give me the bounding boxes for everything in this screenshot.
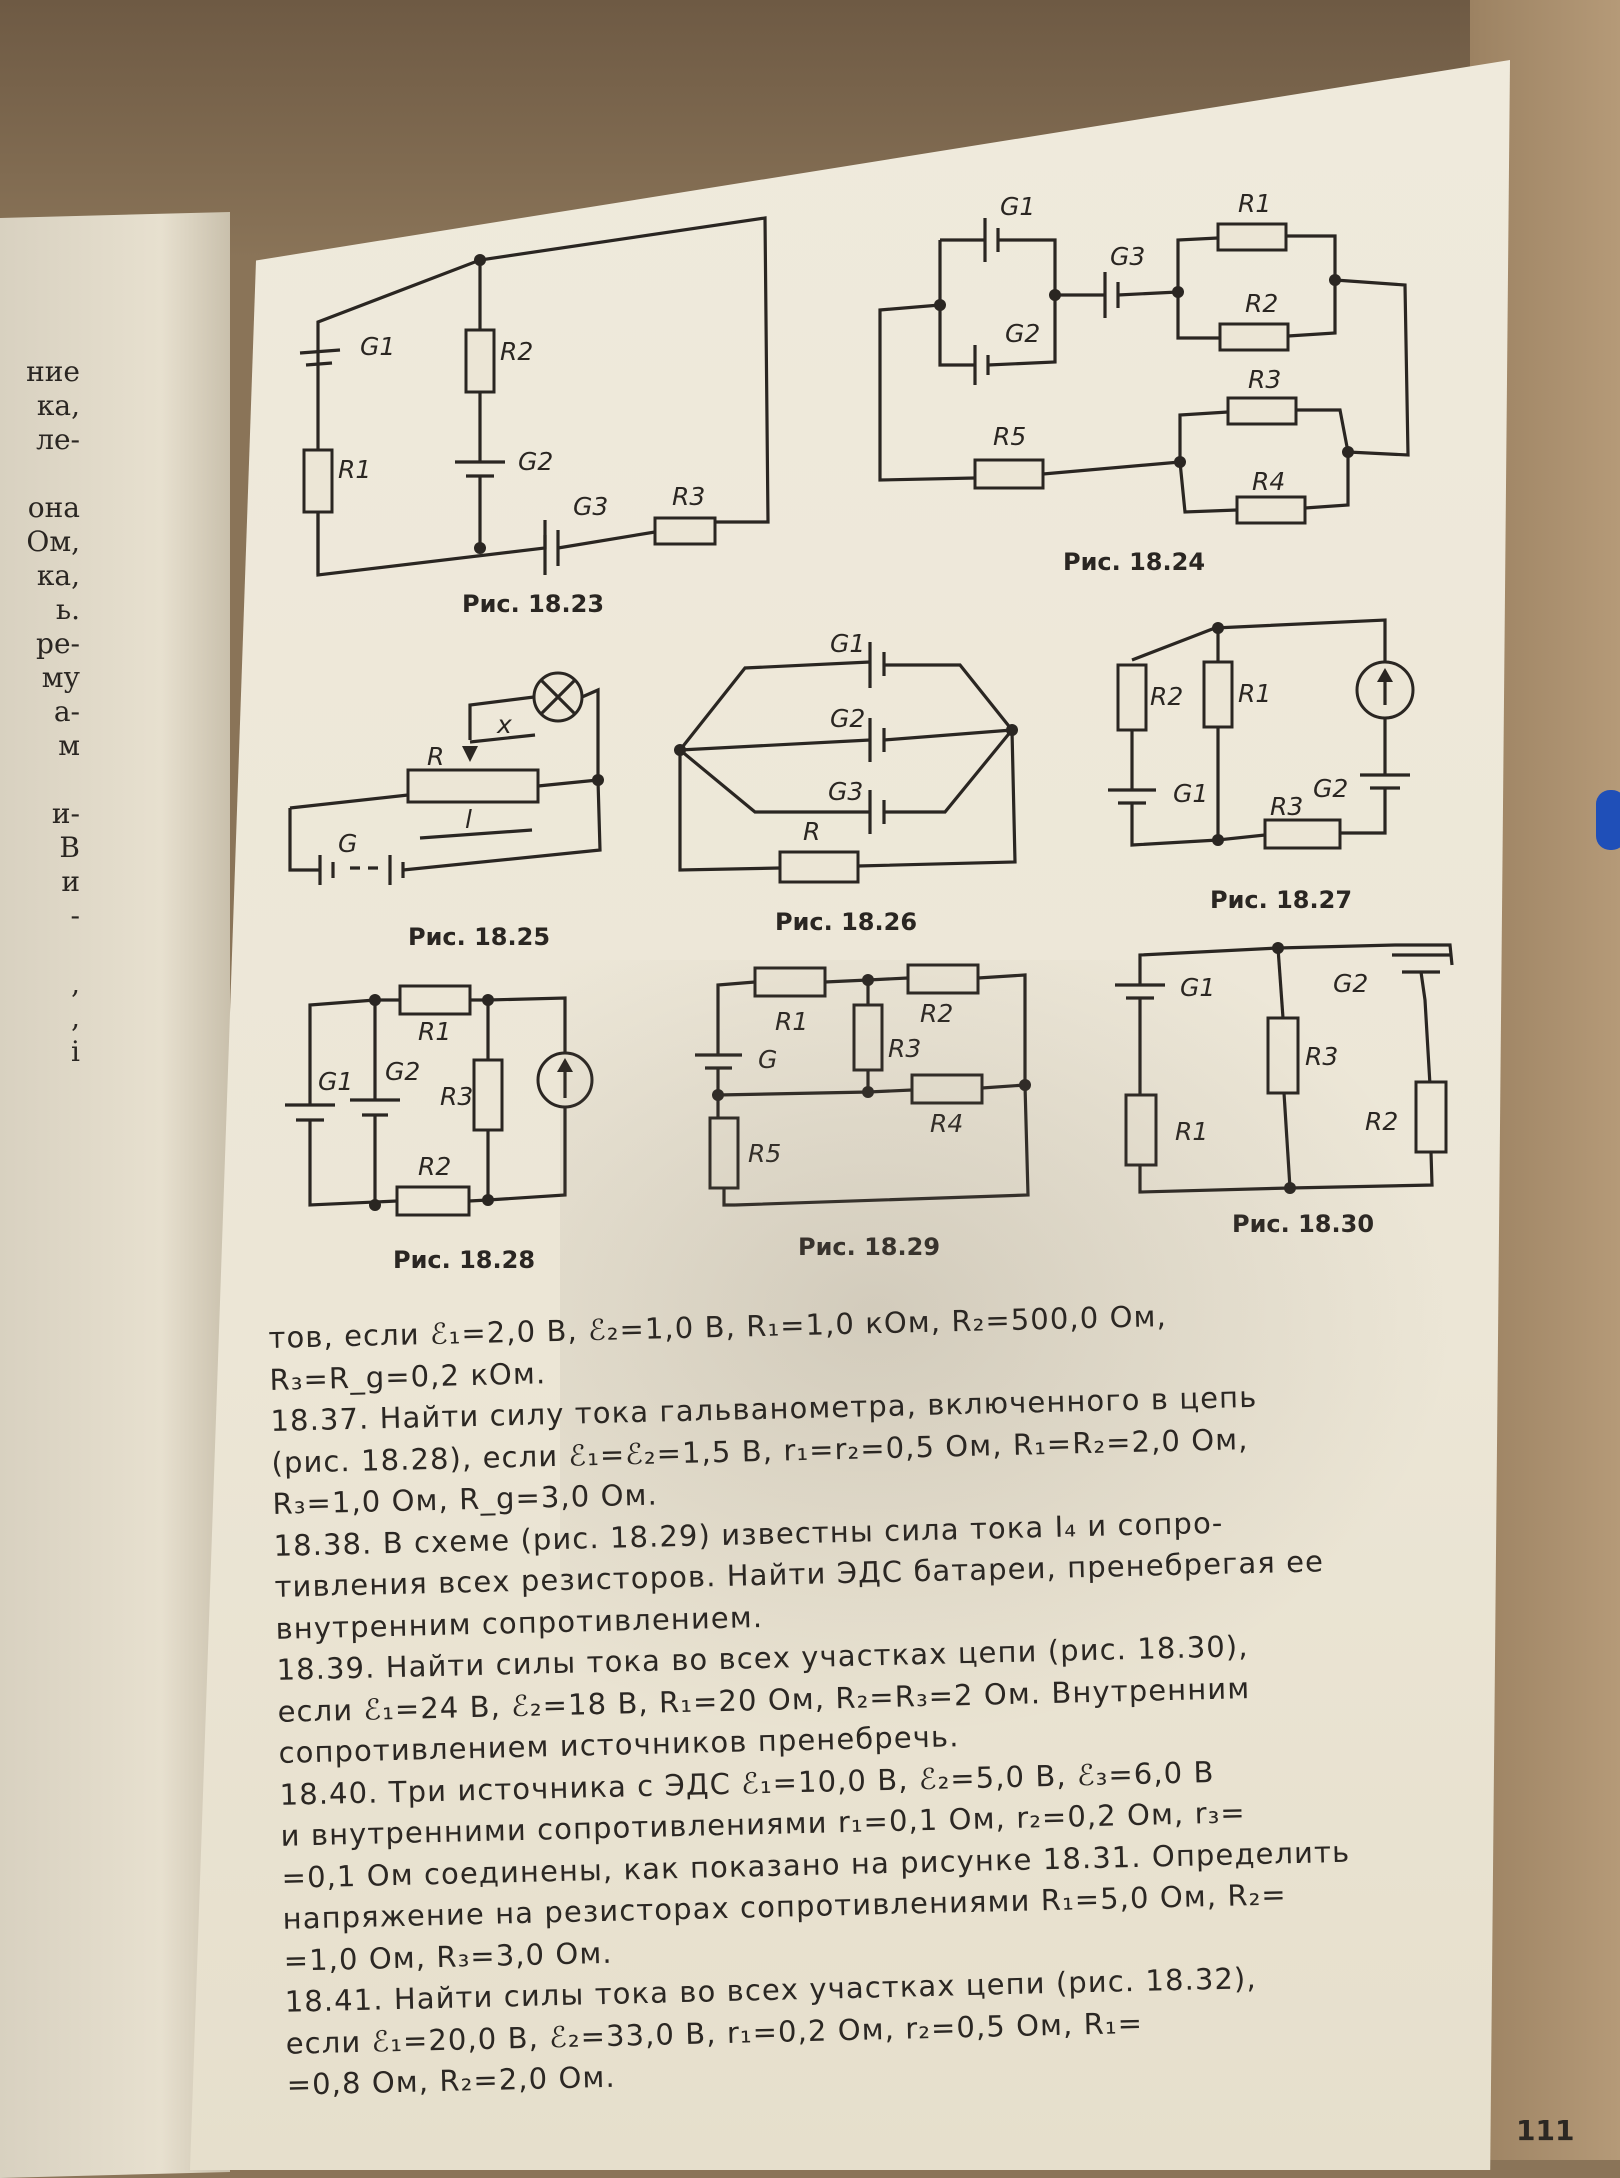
left-page-line: она (27, 491, 80, 524)
label-r4: R4 (1252, 467, 1285, 496)
left-page-line: и (61, 865, 80, 898)
figure-18-23: Рис. 18.23 G1 R2 R1 G2 G3 R3 (299, 216, 770, 618)
left-page-line: ние (26, 355, 80, 388)
left-page-line: ре- (36, 627, 80, 660)
label-g2: G2 (830, 704, 865, 733)
label-r1: R1 (1238, 189, 1271, 218)
label-r: R (803, 817, 820, 846)
label-r2: R2 (1245, 289, 1278, 318)
label-r3: R3 (1305, 1042, 1338, 1071)
label-r1: R1 (1238, 679, 1271, 708)
fig-caption: Рис. 18.26 (775, 908, 917, 936)
label-g1: G1 (318, 1067, 353, 1096)
fig-caption: Рис. 18.29 (798, 1233, 940, 1261)
label-r2: R2 (418, 1152, 451, 1181)
label-r4: R4 (930, 1109, 963, 1138)
pen-cap (1596, 790, 1620, 850)
figure-18-26: Рис. 18.26 G1 G2 G3 R (674, 629, 1018, 936)
figure-18-27: Рис. 18.27 R2 R1 G1 R3 G2 (1108, 618, 1415, 914)
problem-text: тов, если ℰ₁=2,0 В, ℰ₂=1,0 В, R₁=1,0 кОм… (268, 1287, 1557, 2106)
label-r2: R2 (920, 999, 953, 1028)
label-r3: R3 (1270, 792, 1303, 821)
label-x: x (496, 710, 512, 739)
label-g2: G2 (1313, 774, 1348, 803)
left-page-line: ле- (36, 423, 80, 456)
label-r5: R5 (993, 422, 1026, 451)
left-page-line: ь. (55, 593, 80, 626)
page-number: 111 (1516, 2114, 1575, 2147)
left-page-line: а- (53, 695, 80, 728)
label-g2: G2 (1005, 319, 1040, 348)
label-g1: G1 (1173, 779, 1208, 808)
label-r3: R3 (672, 482, 705, 511)
fig-caption: Рис. 18.23 (462, 590, 604, 618)
left-page-line: м (58, 729, 80, 762)
fig-caption: Рис. 18.25 (408, 923, 550, 951)
label-g3: G3 (828, 777, 863, 806)
figure-18-24: Рис. 18.24 G1 R1 G3 G2 R2 R3 R5 R4 (878, 189, 1410, 576)
figure-18-30: Рис. 18.30 G1 G2 R3 R1 R2 (1115, 942, 1454, 1238)
label-g3: G3 (1110, 242, 1145, 271)
left-page-line: Ом, (26, 525, 80, 558)
left-page-line: , (71, 967, 80, 1000)
left-page-line: му (41, 661, 80, 694)
label-r: R (427, 742, 444, 771)
left-page-line: ка, (36, 559, 80, 592)
left-page-line: ка, (36, 389, 80, 422)
label-r1: R1 (775, 1007, 808, 1036)
fig-caption: Рис. 18.28 (393, 1246, 535, 1274)
label-g1: G1 (1180, 973, 1215, 1002)
label-g2: G2 (385, 1057, 420, 1086)
left-page-line: В (59, 831, 80, 864)
label-r2: R2 (1150, 682, 1183, 711)
label-r5: R5 (748, 1139, 781, 1168)
label-g1: G1 (360, 332, 395, 361)
fig-caption: Рис. 18.30 (1232, 1210, 1374, 1238)
label-r1: R1 (418, 1017, 451, 1046)
label-g3: G3 (573, 492, 608, 521)
fig-caption: Рис. 18.27 (1210, 886, 1352, 914)
figure-18-28: Рис. 18.28 R1 G1 G2 R3 R2 (285, 984, 594, 1274)
label-r1: R1 (338, 455, 371, 484)
label-g1: G1 (1000, 192, 1035, 221)
left-page-line: - (70, 899, 80, 932)
figure-18-25: Рис. 18.25 x R G l (288, 671, 604, 951)
label-r3: R3 (888, 1034, 921, 1063)
label-r2: R2 (1365, 1107, 1398, 1136)
label-r3: R3 (1248, 365, 1281, 394)
figure-18-29: Рис. 18.29 R1 R2 G R3 R4 R5 (695, 963, 1031, 1261)
fig-caption: Рис. 18.24 (1063, 548, 1205, 576)
left-page-line: , (71, 1001, 80, 1034)
left-page-line: и- (51, 797, 80, 830)
label-g2: G2 (1333, 969, 1368, 998)
label-l: l (465, 805, 472, 834)
label-g: G (758, 1045, 777, 1074)
label-r1: R1 (1175, 1117, 1208, 1146)
left-page-line: і (71, 1035, 80, 1068)
label-r2: R2 (500, 337, 533, 366)
label-g2: G2 (518, 447, 553, 476)
label-r3: R3 (440, 1082, 473, 1111)
label-g1: G1 (830, 629, 865, 658)
label-g: G (338, 829, 357, 858)
